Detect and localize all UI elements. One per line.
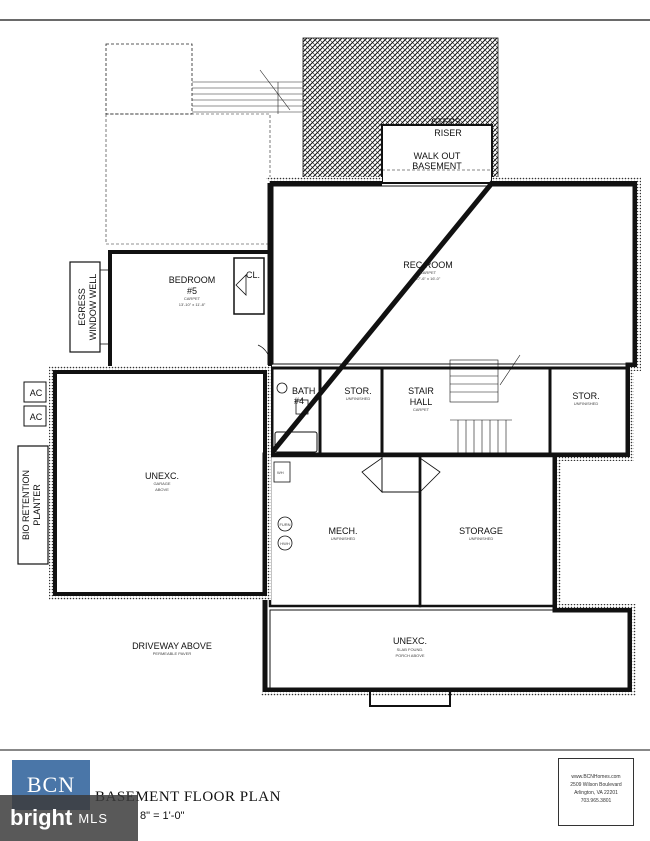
bath-number: #4 — [294, 396, 304, 406]
bedroom-label: BEDROOM — [169, 275, 216, 285]
unexc-garage-label: UNEXC. — [145, 471, 179, 481]
furn-label: FURN — [279, 522, 290, 527]
bedroom-dims: 13'-10" x 11'-8" — [179, 302, 206, 307]
storage-room — [418, 454, 556, 608]
hwh — [277, 535, 293, 551]
riser-label: RISER — [434, 128, 462, 138]
rec-room-label: REC ROOM — [403, 260, 453, 270]
walkout-label-1: WALK OUT — [414, 151, 461, 161]
ac-label-1: AC — [30, 388, 43, 398]
closet-label: CL. — [246, 270, 260, 280]
storage-finish: UNFINISHED — [469, 536, 494, 541]
mls-wordmark: MLS — [78, 810, 109, 826]
rec-room-finish: CARPET — [420, 270, 437, 275]
bedroom-finish: CARPET — [184, 296, 201, 301]
plan-scale: 8" = 1'-0" — [140, 810, 185, 822]
bright-wordmark: bright — [10, 805, 73, 830]
hwh-label: HWH — [280, 541, 290, 546]
steps-label: STEPS — [431, 117, 461, 127]
rec-room — [272, 185, 634, 365]
unexc-porch-label: UNEXC. — [393, 636, 427, 646]
egress-label-1: EGRESS — [77, 288, 87, 326]
hall-label: HALL — [410, 397, 433, 407]
unexc-garage-sub1: GARAGE — [153, 481, 170, 486]
contact-website: www.BCNHomes.com — [571, 774, 621, 780]
mech-label: MECH. — [329, 526, 358, 536]
walkout-label-2: BASEMENT — [412, 161, 462, 171]
ac-label-2: AC — [30, 412, 43, 422]
driveway-sub: PERMEABLE PAVER — [153, 651, 192, 656]
driveway-label: DRIVEWAY ABOVE — [132, 641, 212, 651]
contact-phone: 703.965.3801 — [580, 798, 612, 804]
deck-outline — [105, 43, 193, 115]
egress-label-2: WINDOW WELL — [88, 274, 98, 341]
bio-retention-planter — [17, 445, 49, 565]
wh-label: WH — [277, 470, 284, 475]
contact-info-box: www.BCNHomes.com 2509 Wilson Boulevard A… — [558, 758, 634, 826]
stor-2 — [548, 366, 630, 456]
unexc-porch-sub2: PORCH ABOVE — [395, 653, 424, 658]
unexc-porch-sub1: SLAB FOUND. — [397, 647, 424, 652]
unexc-garage-sub2: ABOVE — [155, 487, 169, 492]
unexc-garage — [53, 370, 267, 596]
bedroom-number: #5 — [187, 286, 197, 296]
bright-mls-watermark: bright MLS — [0, 795, 138, 841]
stor2-label: STOR. — [572, 391, 599, 401]
stair-hall-finish: CARPET — [413, 407, 430, 412]
unexc-porch — [269, 609, 631, 691]
furnace — [277, 516, 293, 532]
stair-treads — [449, 354, 521, 454]
stor2-finish: UNFINISHED — [574, 401, 599, 406]
contact-street: 2509 Wilson Boulevard — [570, 782, 622, 788]
bath-label: BATH — [292, 386, 315, 396]
plan-title: BASEMENT FLOOR PLAN — [95, 789, 281, 805]
bio-label-1: BIO RETENTION — [21, 470, 31, 540]
storage-label: STORAGE — [459, 526, 503, 536]
contact-city: Arlington, VA 22201 — [574, 790, 618, 796]
walkout-area — [381, 124, 493, 184]
tub — [274, 431, 318, 453]
deck-steps — [192, 69, 303, 114]
ac-unit-1 — [23, 381, 47, 403]
closet — [233, 257, 265, 315]
stor1-label: STOR. — [344, 386, 371, 396]
water-heater — [273, 461, 291, 483]
stor1-finish: UNFINISHED — [346, 396, 371, 401]
stair-label: STAIR — [408, 386, 434, 396]
deck-lower — [105, 113, 271, 245]
mech-finish: UNFINISHED — [331, 536, 356, 541]
rec-room-dims: 27'-6" x 16'-0" — [416, 276, 441, 281]
ac-unit-2 — [23, 405, 47, 427]
bio-label-2: PLANTER — [32, 484, 42, 526]
